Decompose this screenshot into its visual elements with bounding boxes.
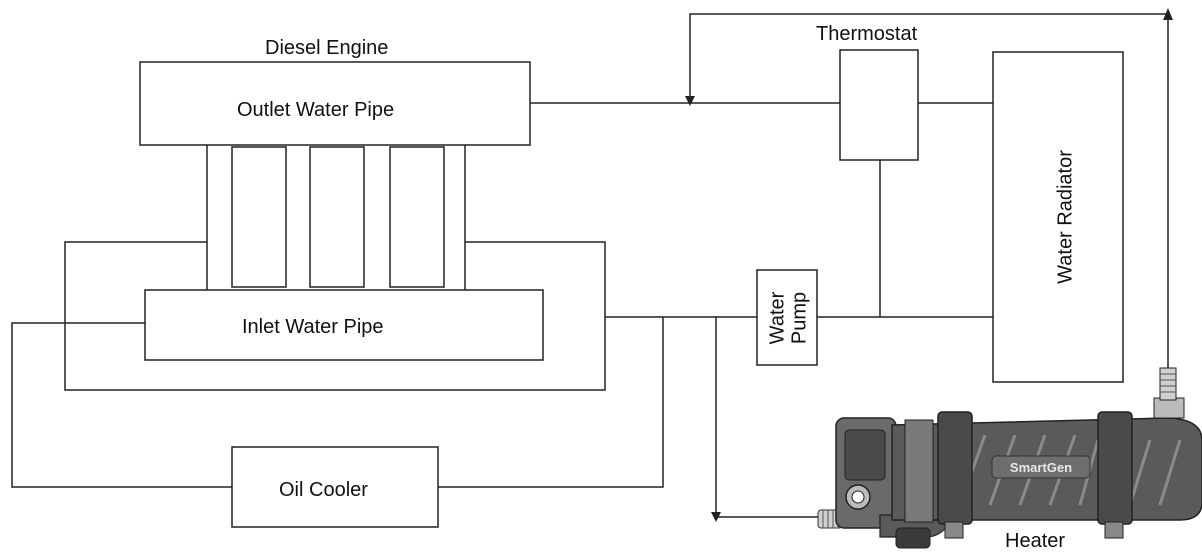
heater-brand-label: SmartGen: [1010, 460, 1072, 475]
label-water-radiator: Water Radiator: [1054, 150, 1076, 284]
cylinder-3: [389, 146, 445, 288]
oil-cooler-feed-line: [11, 322, 232, 488]
label-heater: Heater: [1005, 530, 1065, 552]
thermostat-box: [839, 49, 919, 161]
label-diesel-engine: Diesel Engine: [265, 37, 388, 59]
label-outlet-water-pipe: Outlet Water Pipe: [237, 99, 394, 121]
cylinder-1: [231, 146, 287, 288]
water-radiator-box: [992, 51, 1124, 383]
arrow-down-heater: [711, 512, 721, 522]
heater-illustration: [817, 367, 1202, 549]
arrow-up-return: [1163, 8, 1173, 20]
arrow-down-outlet: [685, 96, 695, 106]
label-oil-cooler: Oil Cooler: [279, 479, 368, 501]
heater-return-line: [689, 13, 1169, 368]
oil-cooler-return-line: [438, 317, 664, 488]
inlet-pipe-block: [144, 289, 544, 361]
label-water-pump-line2: Pump: [788, 292, 810, 344]
cylinder-2: [309, 146, 365, 288]
label-thermostat: Thermostat: [816, 23, 918, 45]
engine-jacket: [64, 241, 606, 391]
label-inlet-water-pipe: Inlet Water Pipe: [242, 316, 384, 338]
label-water-pump-line1: Water: [766, 291, 788, 344]
heater-feed-line: [715, 317, 818, 518]
engine-outlet-block: [139, 61, 531, 146]
